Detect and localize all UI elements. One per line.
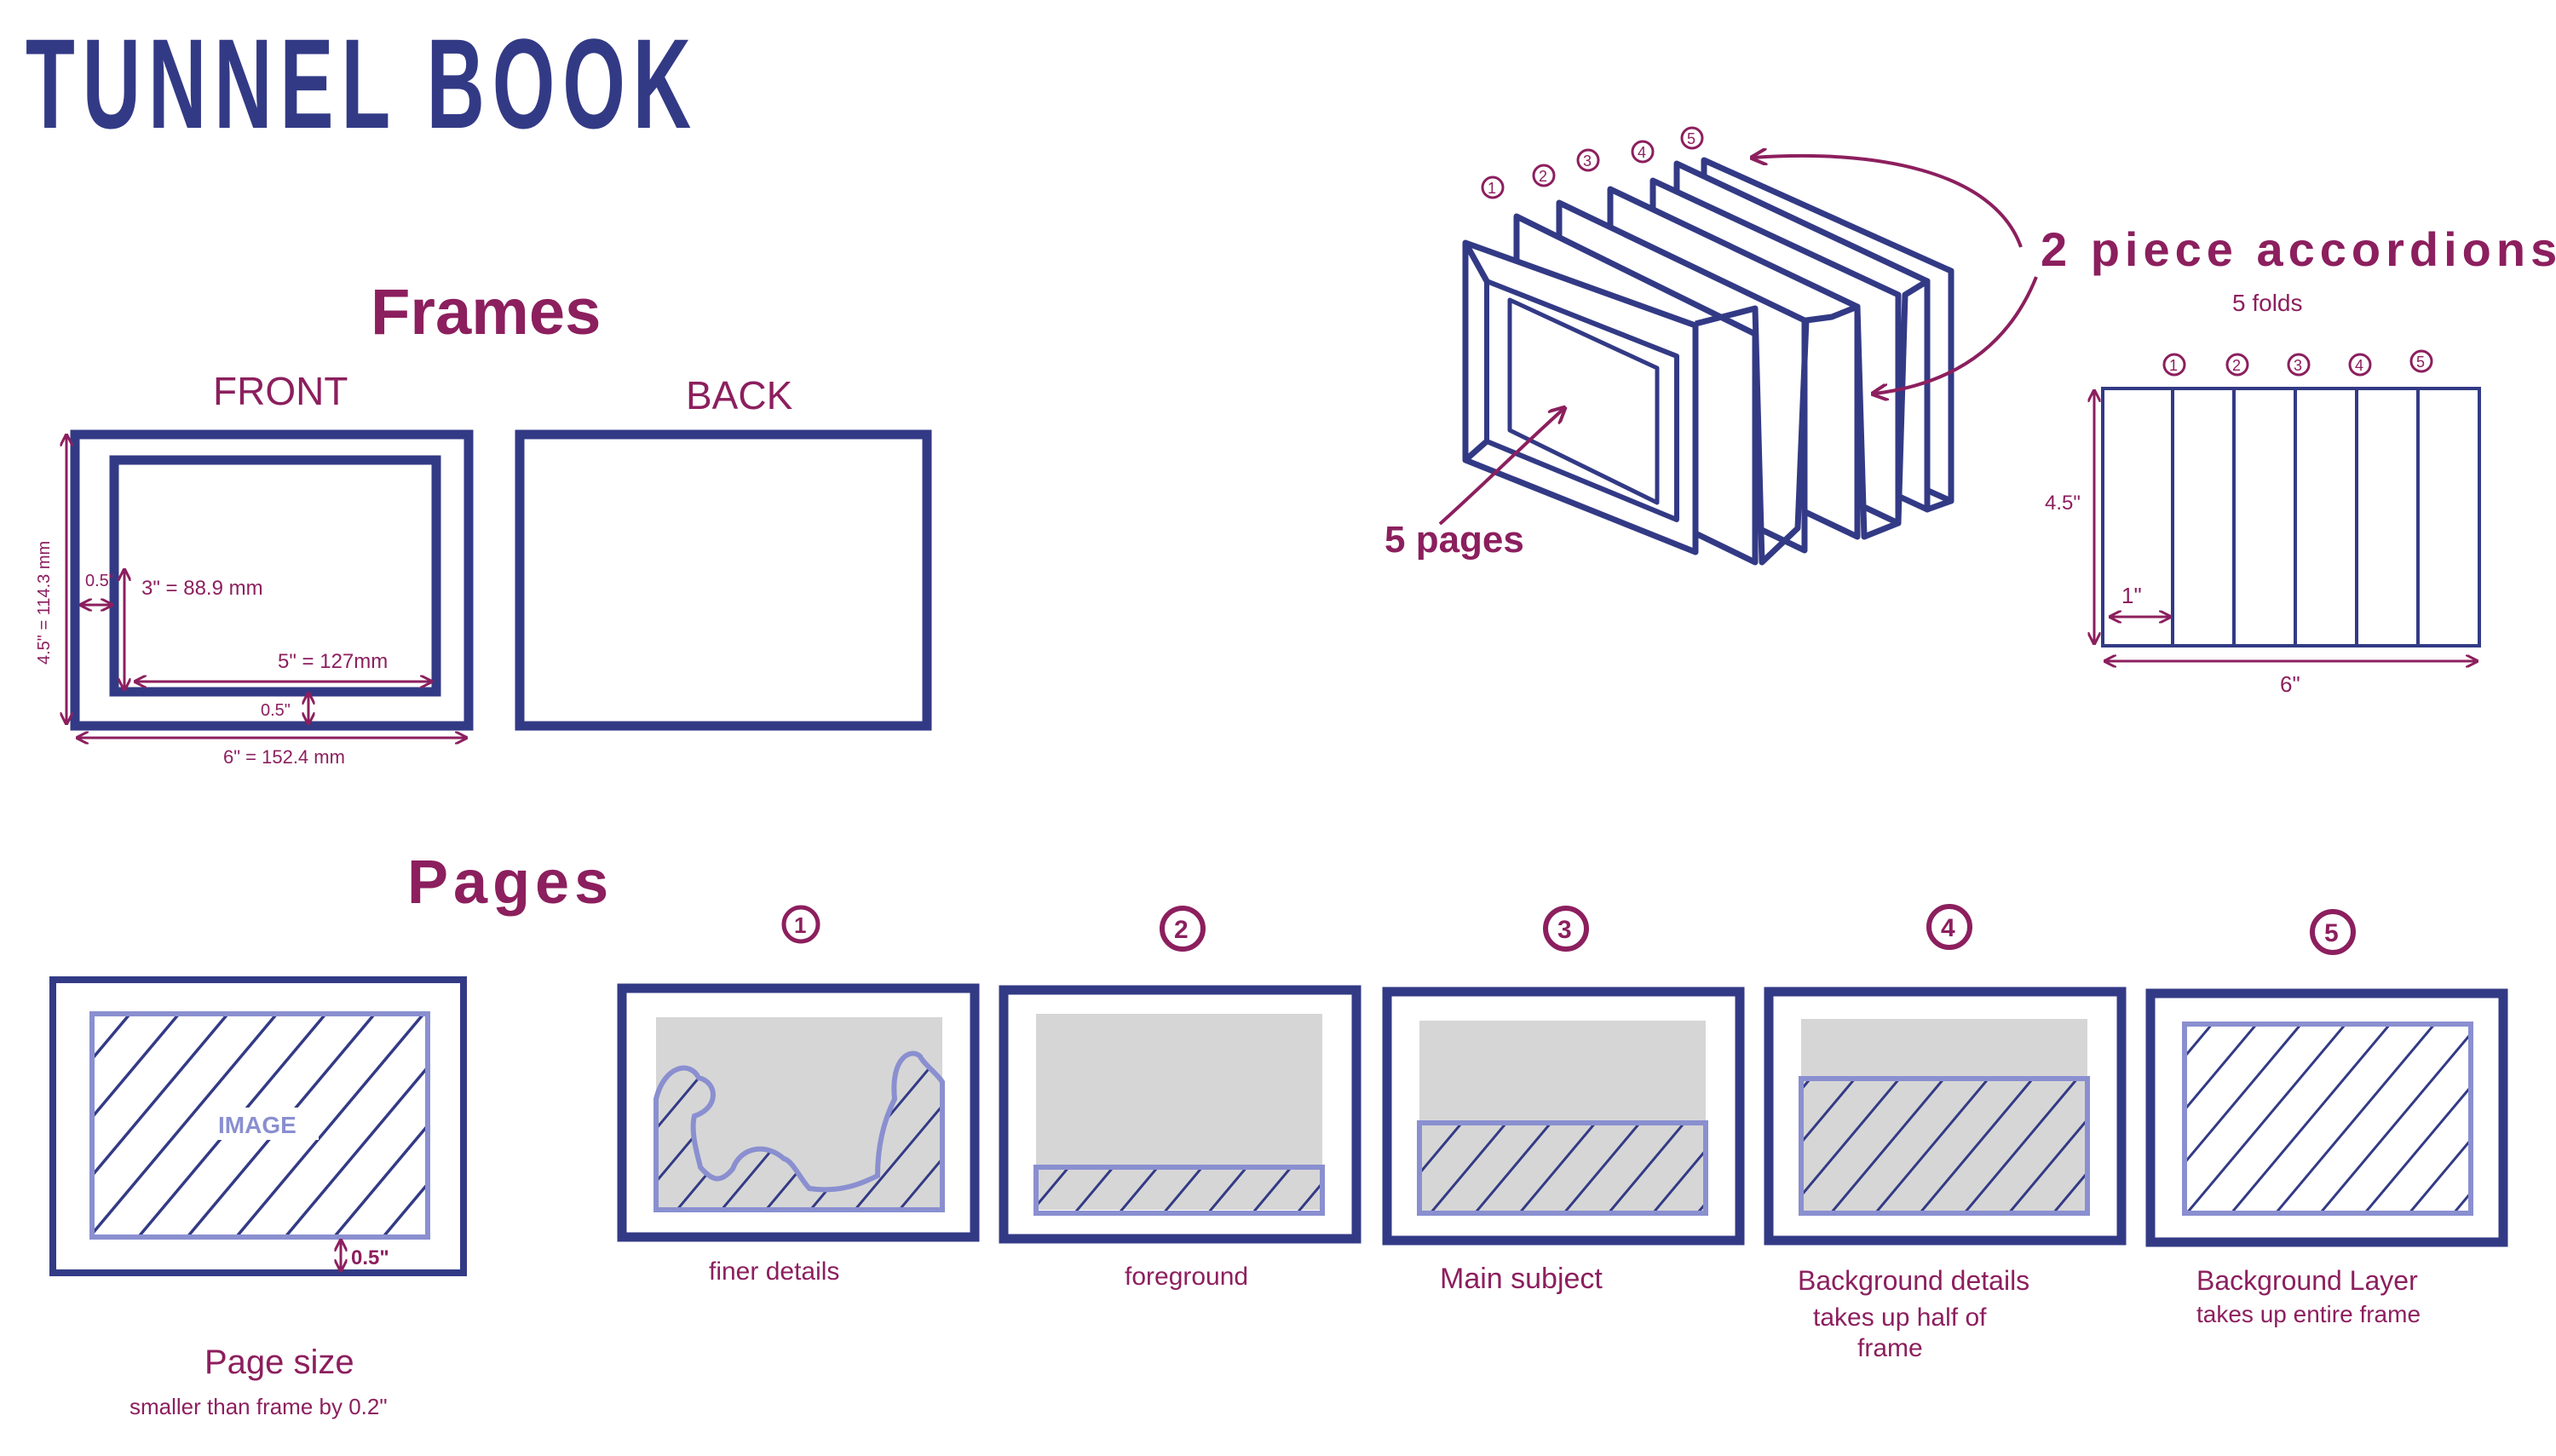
front-label: FRONT	[213, 369, 348, 413]
dim-frame-height: 4.5" = 114.3 mm	[35, 541, 54, 665]
strip-dim-height: 4.5"	[2045, 492, 2081, 515]
strip-dim-segment: 1"	[2121, 583, 2142, 608]
page-1-diagram	[617, 905, 980, 1242]
page-size-label: Page size	[204, 1344, 354, 1381]
page-size-diagram	[49, 976, 467, 1276]
page-size-note: smaller than frame by 0.2"	[130, 1394, 388, 1419]
page-5-diagram	[2145, 909, 2508, 1247]
pages-heading: Pages	[407, 849, 613, 917]
page-3-caption: Main subject	[1440, 1263, 1603, 1295]
page-5-caption-line-1: Background Layer	[2196, 1265, 2418, 1296]
page-margin-label: 0.5"	[351, 1246, 389, 1269]
pages-count-label: 5 pages	[1384, 519, 1524, 561]
page-2-caption: foreground	[1125, 1263, 1248, 1291]
page-3-number: 3	[1557, 916, 1572, 944]
strip-marker-1: 1	[2169, 357, 2178, 374]
strip-marker-2: 2	[2232, 357, 2241, 374]
fold-marker-3: 3	[1583, 153, 1592, 170]
accordion-label: 2 piece accordions	[2041, 222, 2556, 276]
page-5-caption-line-2: takes up entire frame	[2196, 1301, 2421, 1327]
image-label: IMAGE	[218, 1112, 296, 1138]
page-2-number: 2	[1174, 916, 1189, 944]
accordion-flat-strip	[2101, 387, 2481, 647]
front-frame	[70, 429, 474, 731]
back-label: BACK	[686, 373, 793, 417]
page-4-caption-line-1: Background details	[1798, 1265, 2029, 1296]
frames-heading: Frames	[371, 276, 601, 348]
dim-frame-width: 6" = 152.4 mm	[223, 746, 345, 768]
page-4-number: 4	[1941, 914, 1955, 942]
page-title: TUNNEL BOOK	[26, 12, 699, 155]
page-1-caption: finer details	[709, 1257, 839, 1286]
page-4-diagram	[1764, 904, 2127, 1246]
page-4-caption-line-3: frame	[1857, 1334, 1923, 1362]
page-1-number: 1	[794, 912, 806, 938]
page-3-diagram	[1382, 906, 1745, 1246]
accordion-sketch	[1462, 157, 1954, 566]
page-4-caption-line-2: takes up half of	[1813, 1303, 1987, 1332]
accordion-fold-markers: 1 2 3 4 5	[1481, 126, 1704, 199]
accordion-sublabel: 5 folds	[2232, 290, 2303, 316]
strip-marker-3: 3	[2294, 357, 2302, 374]
dim-border-bottom: 0.5"	[261, 701, 291, 720]
strip-marker-5: 5	[2416, 354, 2425, 371]
dim-inner-height: 3" = 88.9 mm	[141, 577, 263, 600]
dim-frame-border-left: 0.5"	[85, 572, 115, 590]
accordion-arrows	[1438, 156, 2038, 526]
strip-dimensions	[2094, 392, 2476, 661]
page-5-number: 5	[2324, 919, 2339, 947]
dim-inner-width: 5" = 127mm	[278, 650, 388, 673]
strip-dim-width: 6"	[2280, 671, 2300, 697]
fold-marker-2: 2	[1539, 168, 1547, 185]
page-2-diagram	[999, 906, 1361, 1244]
fold-marker-1: 1	[1488, 180, 1496, 197]
fold-marker-5: 5	[1687, 130, 1695, 147]
front-frame-dimensions	[66, 436, 465, 738]
back-frame	[515, 429, 932, 731]
strip-marker-4: 4	[2355, 357, 2363, 374]
strip-fold-markers: 1 2 3 4 5	[2162, 349, 2433, 377]
fold-marker-4: 4	[1638, 144, 1646, 161]
